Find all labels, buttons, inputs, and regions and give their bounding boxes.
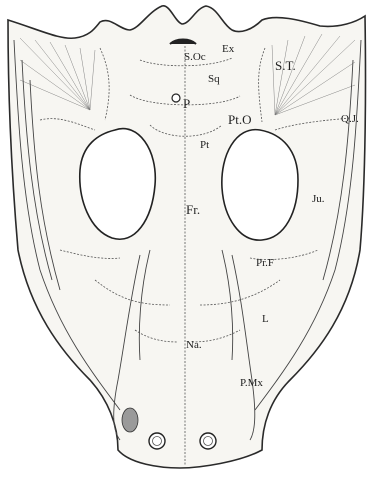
premaxilla-boss	[122, 408, 138, 432]
label-supraoccipital: S.Oc	[184, 51, 206, 63]
skull-outline	[8, 6, 365, 468]
parietal-foramen	[172, 94, 180, 102]
label-quadratojugal: Q.J.	[341, 113, 359, 125]
right-nostril	[200, 433, 216, 449]
label-exoccipital: Ex	[222, 43, 235, 55]
label-prefrontal: Pr.F	[256, 257, 274, 269]
label-pineal: Pt	[200, 139, 209, 151]
label-supratemporal: S.T.	[275, 58, 296, 73]
label-jugal: Ju.	[312, 193, 325, 205]
label-nasal: Na.	[186, 339, 202, 351]
left-nostril	[149, 433, 165, 449]
label-premaxilla: P.Mx	[240, 377, 263, 389]
label-squamosal: Sq	[208, 73, 220, 85]
right-orbit	[222, 130, 298, 240]
label-postorbital: Pt.O	[228, 112, 251, 127]
label-lacrimal: L	[262, 313, 269, 325]
label-frontal: Fr.	[186, 202, 200, 217]
label-parietal-foramen: P	[183, 96, 190, 111]
